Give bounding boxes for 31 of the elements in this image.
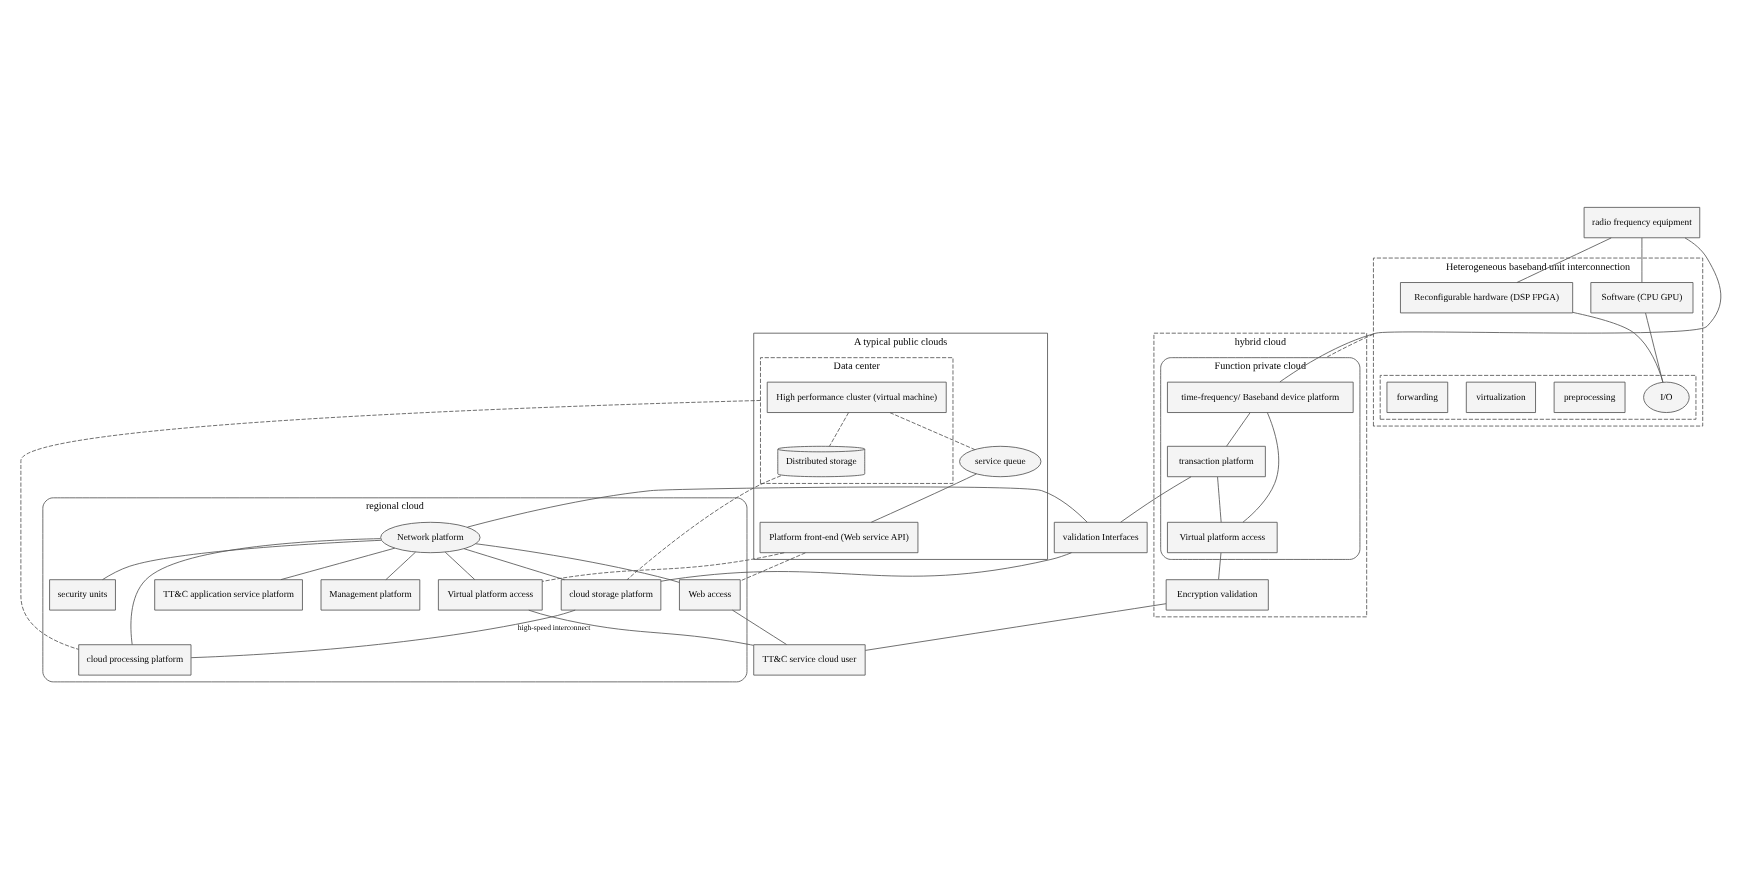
connector (864, 603, 1167, 651)
connector (829, 412, 849, 447)
connector (1217, 476, 1222, 523)
connector (1218, 552, 1222, 580)
connector (889, 412, 976, 450)
connector (385, 551, 416, 581)
connector (1645, 312, 1664, 383)
connector (1120, 476, 1192, 523)
connector (280, 547, 396, 581)
connector (1572, 311, 1664, 383)
connector (1325, 333, 1374, 359)
connector (467, 486, 1088, 528)
connector (541, 552, 785, 582)
connector (444, 551, 476, 581)
connector (1242, 412, 1280, 523)
connector (130, 538, 381, 645)
connector (463, 548, 565, 581)
connector (102, 539, 382, 581)
connector (475, 543, 680, 583)
connector (20, 400, 761, 650)
connector (1641, 237, 1643, 283)
connector (626, 475, 782, 581)
connector (739, 552, 806, 582)
connector (528, 609, 754, 646)
connector (660, 552, 1072, 582)
connector (732, 609, 787, 645)
cluster (1379, 374, 1697, 420)
connector (190, 609, 576, 659)
connector (1226, 412, 1251, 447)
connector (1279, 237, 1722, 383)
connector (870, 473, 977, 523)
